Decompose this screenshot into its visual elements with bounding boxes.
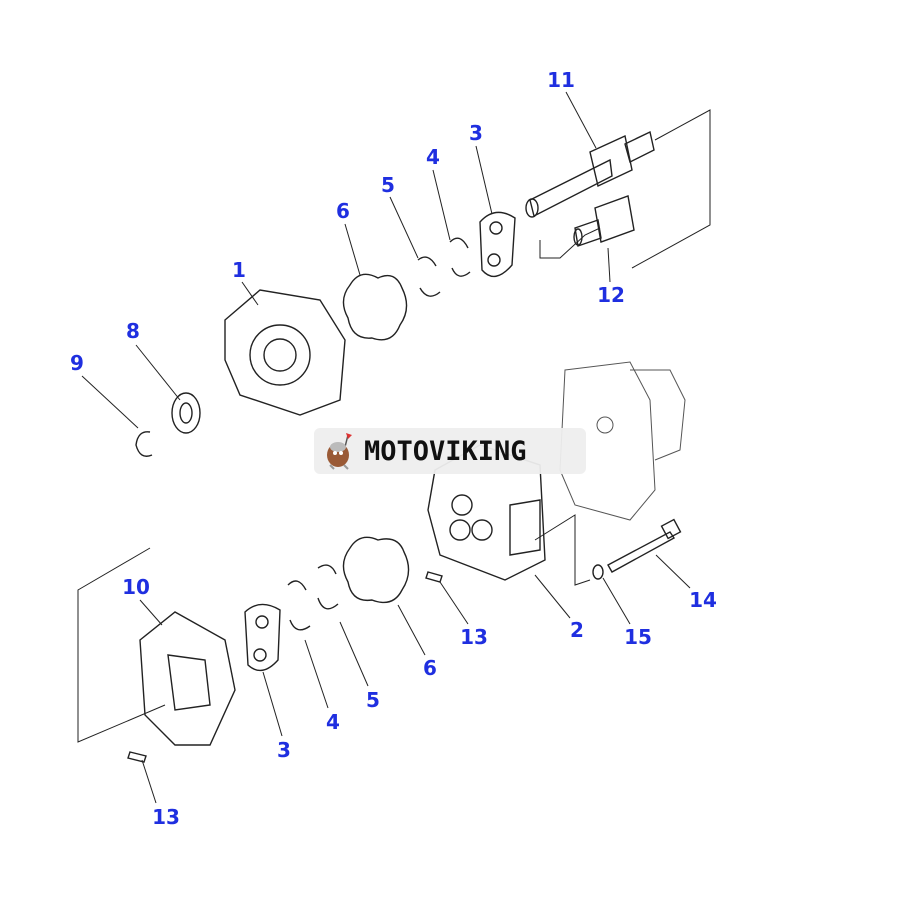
lower-seals (244, 536, 410, 672)
washer-15 (592, 564, 604, 580)
watermark-text: MOTOVIKING (364, 435, 527, 467)
label-3: 3 (469, 121, 483, 145)
label-6: 6 (423, 656, 437, 680)
label-11: 11 (547, 68, 575, 92)
leader-lines (77, 91, 711, 804)
label-6: 6 (336, 199, 350, 223)
drive-shaft-11 (525, 130, 655, 218)
label-5: 5 (381, 173, 395, 197)
label-13: 13 (152, 805, 180, 829)
dowel-pin-13-lower (127, 751, 147, 763)
label-4: 4 (426, 145, 440, 169)
label-12: 12 (597, 283, 625, 307)
label-8: 8 (126, 319, 140, 343)
label-15: 15 (624, 625, 652, 649)
viking-mascot-icon (327, 433, 352, 470)
bolt-14 (607, 518, 682, 573)
label-9: 9 (70, 351, 84, 375)
label-3: 3 (277, 738, 291, 762)
label-14: 14 (689, 588, 717, 612)
oil-seal-8 (171, 392, 201, 434)
front-cover-1 (224, 289, 346, 416)
dowel-pin-13-upper (425, 571, 443, 583)
label-1: 1 (232, 258, 246, 282)
label-4: 4 (326, 710, 340, 734)
label-10: 10 (122, 575, 150, 599)
label-5: 5 (366, 688, 380, 712)
label-2: 2 (570, 618, 584, 642)
seal-rings-upper (342, 237, 471, 341)
watermark-logo: MOTOVIKING (314, 428, 586, 474)
driven-gear-12 (573, 195, 635, 247)
label-13: 13 (460, 625, 488, 649)
snap-ring-9 (135, 431, 153, 457)
gear-housing-10 (139, 611, 236, 746)
assembled-pump-reference (559, 361, 686, 521)
side-plate-3-upper (479, 211, 516, 278)
